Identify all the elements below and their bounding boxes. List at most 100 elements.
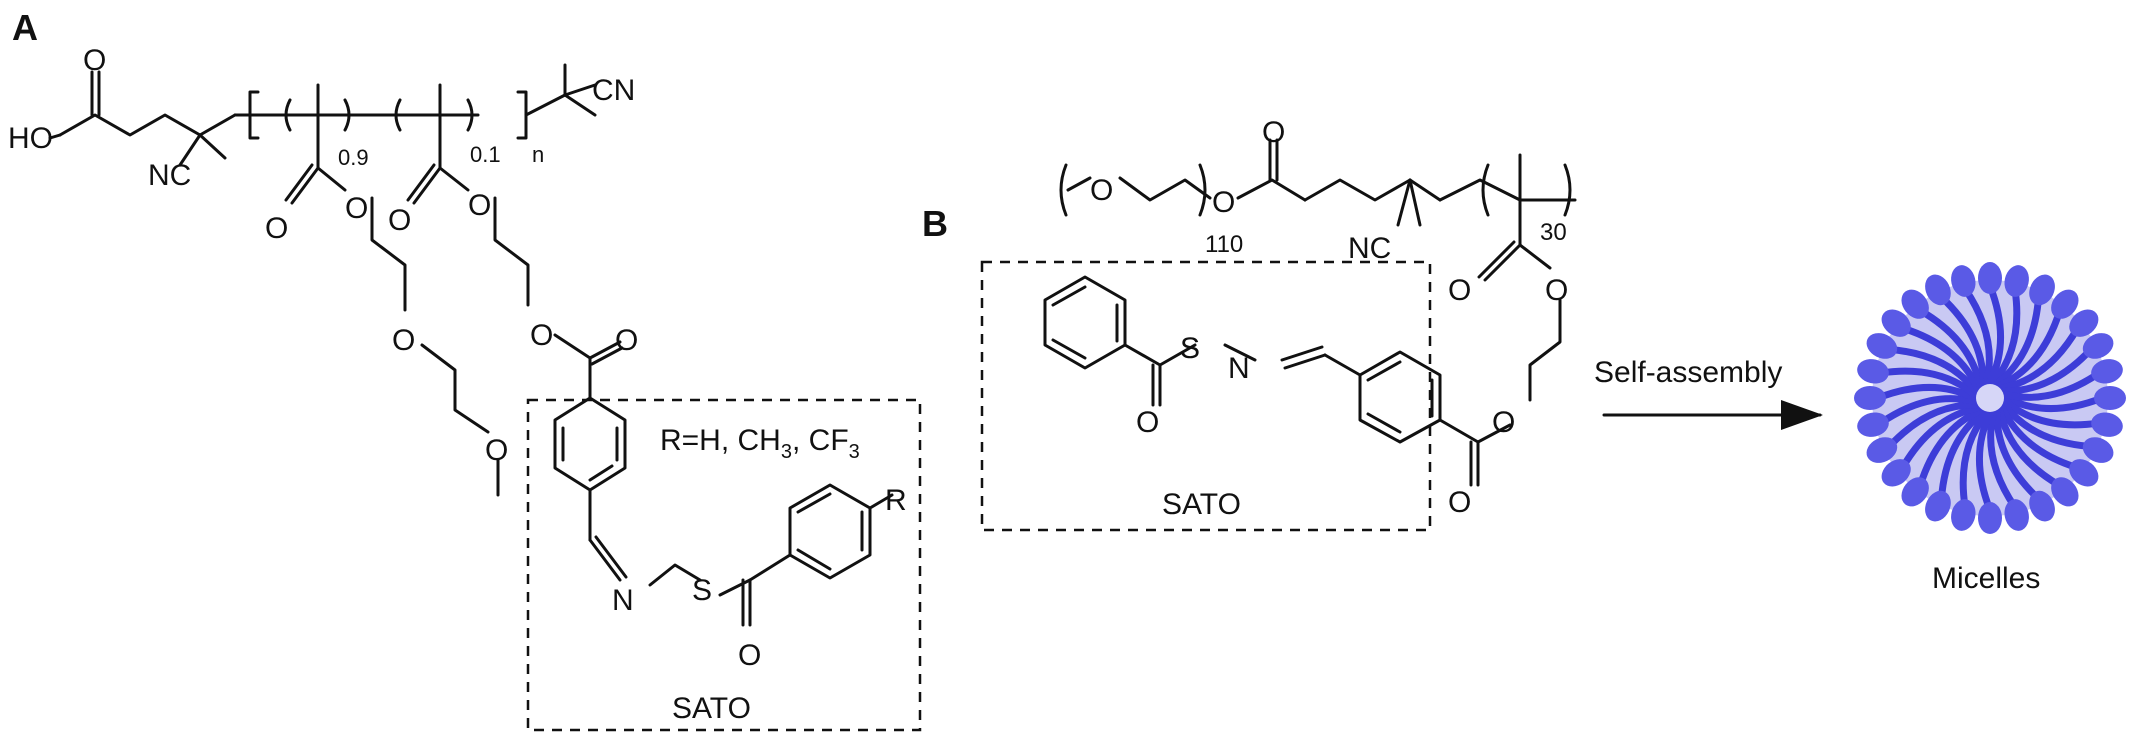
a-atom-o-benzoate: O	[530, 319, 553, 352]
arrow-label: Self-assembly	[1594, 356, 1782, 389]
b-atom-o-peg: O	[1090, 174, 1113, 207]
micelle-head	[1881, 309, 1911, 337]
micelle-label: Micelles	[1932, 562, 2040, 595]
micelle-head	[2069, 459, 2099, 487]
micelle-tail	[1898, 324, 1981, 392]
micelle-head	[1951, 265, 1976, 297]
a-atom-o-ester1: O	[345, 192, 368, 225]
micelle-head	[2082, 333, 2114, 359]
b-atom-o-thioester: O	[1136, 406, 1159, 439]
micelle-head	[2029, 274, 2055, 306]
a-atom-o-methoxy: O	[485, 434, 508, 467]
micelle-head	[2051, 289, 2079, 319]
a-sato-box	[526, 398, 922, 732]
micelle-head	[1857, 359, 1889, 384]
a-atom-nc: NC	[148, 159, 191, 192]
micelle-head	[1978, 262, 2002, 294]
micelle-head	[2091, 359, 2123, 384]
a-atom-o-peg1: O	[392, 324, 415, 357]
micelle-head	[1978, 502, 2002, 534]
micelle-tail	[1961, 285, 1993, 386]
micelle-tail	[1916, 407, 1984, 490]
a-atom-cn: CN	[592, 74, 635, 107]
micelle-tail	[1937, 408, 1987, 503]
micelle-head	[2029, 490, 2055, 522]
micelle-tail	[2002, 398, 2103, 429]
micelle-tail	[1937, 293, 1987, 388]
a-atom-o-ester1-carbonyl: O	[265, 212, 288, 245]
micelle-head	[1857, 412, 1889, 437]
panel-b: B	[922, 116, 1577, 532]
micelle-tail	[2002, 369, 2103, 401]
a-atom-o-benzoate-carbonyl: O	[615, 324, 638, 357]
b-atom-o-ester-carbonyl: O	[1262, 116, 1285, 149]
a-sato-label: SATO	[672, 692, 751, 725]
micelle-center	[1976, 384, 2004, 412]
micelle-tail	[1996, 306, 2064, 389]
a-subscript-y: 0.1	[470, 142, 501, 167]
b-atom-o-benzoate: O	[1492, 406, 1515, 439]
micelle: Micelles	[1854, 262, 2126, 595]
micelle-head	[2004, 499, 2029, 531]
panel-b-label: B	[922, 203, 948, 244]
a-r-options: R=H, CH3, CF3	[660, 424, 860, 463]
micelle-tail	[1999, 404, 2082, 472]
micelle-tail	[1986, 282, 2004, 386]
a-r-group: R	[885, 484, 907, 517]
micelle-tail	[1916, 306, 1984, 389]
micelle-tail	[1877, 367, 1978, 398]
b-atom-o-pendant-carbonyl: O	[1448, 274, 1471, 307]
b-atom-s: S	[1180, 332, 1200, 365]
micelle-tail	[1990, 285, 2021, 386]
micelle-head	[1925, 490, 1951, 522]
micelle-head	[1925, 274, 1951, 306]
micelle-tail	[1999, 324, 2082, 392]
micelle-tail	[1993, 408, 2043, 503]
micelle-head	[1866, 437, 1898, 463]
b-atom-n: N	[1228, 352, 1250, 385]
micelle-tail	[1877, 395, 1978, 427]
a-atom-o-ester2: O	[468, 189, 491, 222]
b-atom-o-benzoate-carbonyl: O	[1448, 486, 1471, 519]
b-subscript-peg: 110	[1205, 231, 1243, 258]
micelle-tail	[1885, 401, 1980, 451]
micelle-head	[2004, 265, 2029, 297]
micelle-head	[2051, 477, 2079, 507]
micelle-tail	[1993, 293, 2043, 388]
micelle-head	[1951, 499, 1976, 531]
micelle-strands	[1854, 262, 2126, 534]
micelle-tail	[1874, 384, 1978, 402]
a-atom-n: N	[612, 584, 634, 617]
panel-a-label: A	[12, 7, 38, 48]
micelle-tail	[1959, 410, 1990, 511]
micelle-tail	[2000, 401, 2095, 451]
a-atom-o-thioester: O	[738, 639, 761, 672]
micelle-head	[2082, 437, 2114, 463]
self-assembly-arrow: Self-assembly	[1594, 356, 1823, 430]
micelle-head	[1901, 289, 1929, 319]
a-subscript-x: 0.9	[338, 145, 369, 170]
micelle-head	[1901, 477, 1929, 507]
micelle-head	[1881, 459, 1911, 487]
micelle-tail	[1976, 410, 1994, 514]
b-atom-o-ester-link: O	[1212, 186, 1235, 219]
panel-a: A	[8, 7, 922, 732]
micelle-tail	[1987, 410, 2019, 511]
b-sato-box	[980, 260, 1432, 532]
panel-a-bonds	[48, 63, 894, 627]
a-subscript-n: n	[532, 142, 544, 167]
b-atom-nc: NC	[1348, 232, 1391, 265]
micelle-tail	[1885, 345, 1980, 395]
micelle-tail	[1996, 407, 2064, 490]
micelle-head	[1866, 333, 1898, 359]
b-subscript-poly: 30	[1540, 219, 1567, 246]
micelle-head	[2091, 412, 2123, 437]
a-atom-o-acid-carbonyl: O	[83, 44, 106, 77]
b-atom-o-pendant: O	[1545, 274, 1568, 307]
micelle-head	[2094, 386, 2126, 410]
micelle-head	[2069, 309, 2099, 337]
micelle-tail	[2002, 394, 2106, 412]
panel-b-bonds	[1043, 138, 1577, 487]
micelle-head	[1854, 386, 1886, 410]
